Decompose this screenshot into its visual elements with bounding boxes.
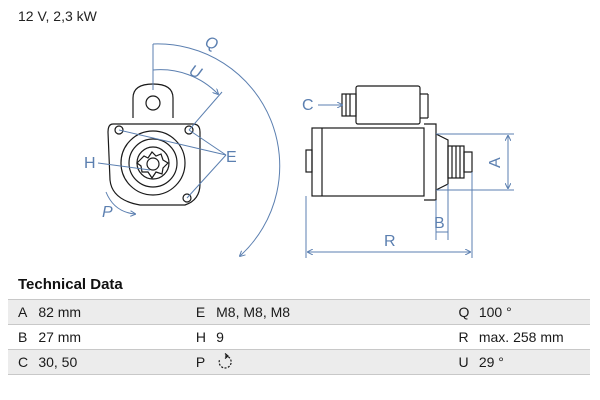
label-b: B <box>434 215 445 232</box>
label-q: Q <box>203 34 221 54</box>
spec-key: B <box>8 324 39 350</box>
spec-value: 82 mm <box>38 299 186 325</box>
label-a: A <box>487 157 504 168</box>
rotation-clockwise-icon <box>218 353 232 369</box>
starter-motor-drawing: Q U E H P <box>84 34 514 258</box>
spec-value: 30, 50 <box>38 349 186 375</box>
spec-key: H <box>185 324 217 350</box>
table-row: A 82 mm E M8, M8, M8 Q 100 ° <box>8 299 590 325</box>
technical-data-title: Technical Data <box>18 276 123 293</box>
table-row: C 30, 50 P U 29 ° <box>8 349 590 375</box>
spec-value: 100 ° <box>478 299 590 325</box>
spec-key: P <box>185 349 217 375</box>
spec-value: M8, M8, M8 <box>216 299 449 325</box>
spec-value: 27 mm <box>38 324 186 350</box>
label-e: E <box>226 149 237 166</box>
spec-value-rotation <box>216 349 449 375</box>
side-view <box>305 85 473 201</box>
label-c: C <box>302 97 314 114</box>
table-row: B 27 mm H 9 R max. 258 mm <box>8 324 590 350</box>
spec-key: Q <box>448 299 479 325</box>
spec-value: max. 258 mm <box>478 324 590 350</box>
label-p: P <box>102 204 113 221</box>
spec-key: E <box>185 299 217 325</box>
label-u: U <box>186 62 204 82</box>
label-h: H <box>84 155 96 172</box>
technical-data-table: A 82 mm E M8, M8, M8 Q 100 ° B 27 mm H 9… <box>8 299 590 375</box>
front-view <box>107 83 201 206</box>
voltage-power-spec: 12 V, 2,3 kW <box>18 8 97 24</box>
spec-value: 9 <box>216 324 449 350</box>
spec-key: R <box>448 324 479 350</box>
label-r: R <box>384 233 396 250</box>
spec-key: C <box>8 349 39 375</box>
spec-key: U <box>448 349 479 375</box>
front-view-dimensions <box>97 43 281 256</box>
side-view-dimensions <box>305 105 514 258</box>
spec-key: A <box>8 299 39 325</box>
spec-value: 29 ° <box>478 349 590 375</box>
